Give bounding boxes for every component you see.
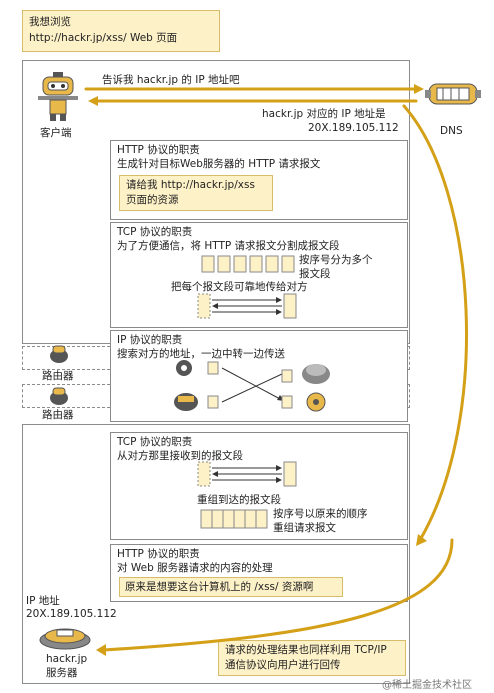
footer-note-line1: 请求的处理结果也同样利用 TCP/IP [225,644,387,656]
return-flow-arrow [102,538,454,652]
server-name-line2: 服务器 [46,667,78,679]
callout-line2: http://hackr.jp/xss/ Web 页面 [29,32,178,44]
footer-note: 请求的处理结果也同样利用 TCP/IP 通信协议向用户进行回传 [218,640,406,676]
http-send-title: HTTP 协议的职责 [117,144,200,156]
tcp-send-desc: 为了方便通信，将 HTTP 请求报文分割成报文段 [117,240,340,252]
tcp-reassembled-segments [200,508,272,530]
footer-note-line2: 通信协议向用户进行回传 [225,659,341,671]
tcp-segments-split [200,254,296,274]
ip-desc: 搜索对方的地址，一边中转一边传送 [117,348,285,360]
router-icon-1 [48,344,70,364]
dns-response-arrowhead [88,96,98,106]
router-label-2: 路由器 [42,409,74,421]
server-name-line1: hackr.jp [46,653,88,665]
tcp-send-panel: TCP 协议的职责 为了方便通信，将 HTTP 请求报文分割成报文段 按序号分为… [110,222,408,328]
tcp-recv-desc: 从对方那里接收到的报文段 [117,450,243,462]
return-flow-arrowhead [96,644,106,656]
http-send-panel: HTTP 协议的职责 生成针对目标Web服务器的 HTTP 请求报文 请给我 h… [110,140,408,220]
tcp-recv-note2-line1: 按序号以原来的顺序 [273,508,368,520]
http-request-line2: 页面的资源 [126,194,179,206]
server-ip-value: 20X.189.105.112 [26,608,117,620]
http-request-note: 请给我 http://hackr.jp/xss 页面的资源 [119,175,273,211]
tcp-recv-arrows [196,460,300,488]
main-flow-arrowhead [416,534,427,546]
tcp-recv-title: TCP 协议的职责 [117,436,193,448]
dns-request-text: 告诉我 hackr.jp 的 IP 地址吧 [102,74,240,86]
ip-panel: IP 协议的职责 搜索对方的地址，一边中转一边传送 [110,330,408,422]
tcp-send-note2: 把每个报文段可靠地传给对方 [171,281,308,293]
dns-label: DNS [440,125,463,137]
dns-response-line1: hackr.jp 对应的 IP 地址是 [262,108,386,120]
main-flow-arrow [402,104,469,542]
tcp-recv-note2-line2: 重组请求报文 [273,522,336,534]
client-label: 客户端 [40,127,72,139]
watermark: @稀土掘金技术社区 [382,680,472,691]
tcp-send-note-line1: 按序号分为多个 [299,254,373,266]
http-recv-title: HTTP 协议的职责 [117,548,200,560]
tcp-send-title: TCP 协议的职责 [117,226,193,238]
router-label-1: 路由器 [42,370,74,382]
server-ip-label: IP 地址 [26,595,60,607]
tcp-send-note-line2: 报文段 [299,268,331,280]
client-robot-icon [38,72,78,122]
server-icon [38,624,92,650]
dns-server-icon [425,80,481,110]
callout-bubble: 我想浏览 http://hackr.jp/xss/ Web 页面 [22,10,220,52]
ip-title: IP 协议的职责 [117,334,183,346]
dns-request-arrowhead [414,84,424,94]
tcp-send-transfer-arrows [196,292,300,320]
router-icon-2 [48,386,70,406]
tcp-recv-note: 重组到达的报文段 [197,494,281,506]
ip-routing-illustration [170,356,336,416]
http-request-line1: 请给我 http://hackr.jp/xss [126,179,255,191]
http-recv-result-note: 原来是想要这台计算机上的 /xss/ 资源啊 [119,577,343,597]
callout-line1: 我想浏览 [29,16,71,28]
http-recv-desc: 对 Web 服务器请求的内容的处理 [117,562,273,574]
http-recv-result: 原来是想要这台计算机上的 /xss/ 资源啊 [125,581,314,593]
http-send-desc: 生成针对目标Web服务器的 HTTP 请求报文 [117,158,321,170]
dns-response-line2: 20X.189.105.112 [308,122,399,134]
http-recv-panel: HTTP 协议的职责 对 Web 服务器请求的内容的处理 原来是想要这台计算机上… [110,544,408,602]
